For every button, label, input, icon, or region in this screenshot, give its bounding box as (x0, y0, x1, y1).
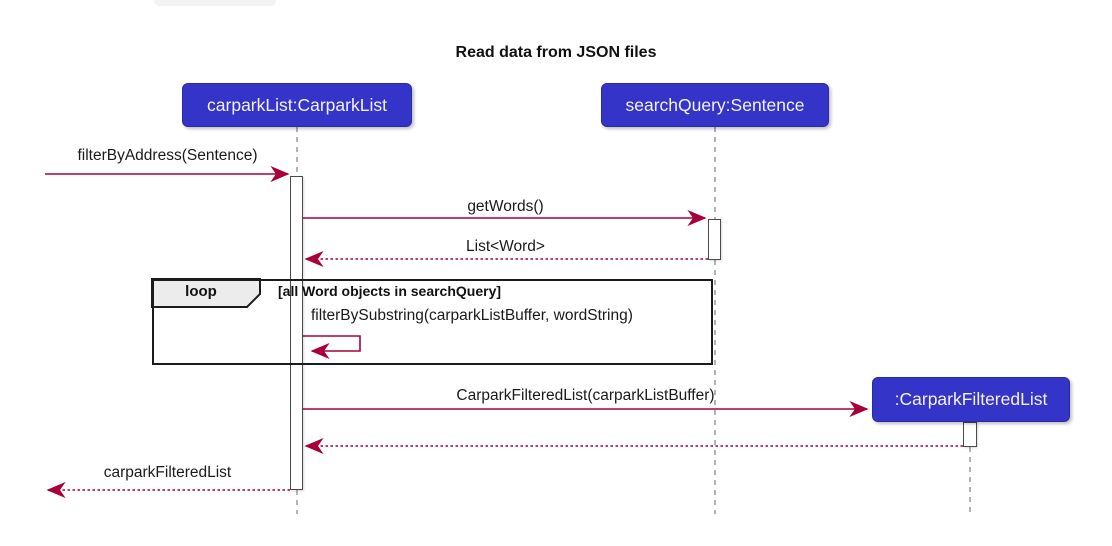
activation-carparkfilteredlist (963, 422, 977, 447)
participant-searchquery: searchQuery:Sentence (601, 83, 829, 127)
loop-frame (152, 279, 713, 365)
message-label-filter-by-substring: filterBySubstring(carparkListBuffer, wor… (311, 307, 633, 324)
message-label-carpark-filtered-list-call: CarparkFilteredList(carparkListBuffer) (456, 387, 715, 404)
top-cropped-element (154, 0, 276, 6)
activation-carparklist (290, 176, 303, 490)
participant-carparklist-label: carparkList:CarparkList (207, 94, 387, 115)
participant-searchquery-label: searchQuery:Sentence (625, 94, 805, 115)
participant-carparklist: carparkList:CarparkList (182, 83, 412, 127)
participant-carparkfilteredlist: :CarparkFilteredList (872, 377, 1070, 422)
loop-guard-label: [all Word objects in searchQuery] (278, 283, 502, 299)
arrow-filter-by-substring-self (303, 335, 361, 359)
diagram-title: Read data from JSON files (455, 44, 657, 61)
loop-operator-label: loop (185, 283, 217, 300)
message-label-list-word-return: List<Word> (466, 238, 545, 255)
message-label-filter-by-address: filterByAddress(Sentence) (77, 147, 258, 164)
activation-searchquery (708, 219, 721, 260)
participant-carparkfilteredlist-label: :CarparkFilteredList (894, 389, 1048, 409)
message-label-get-words: getWords() (467, 198, 544, 215)
message-label-carpark-filtered-list-return: carparkFilteredList (103, 464, 232, 481)
